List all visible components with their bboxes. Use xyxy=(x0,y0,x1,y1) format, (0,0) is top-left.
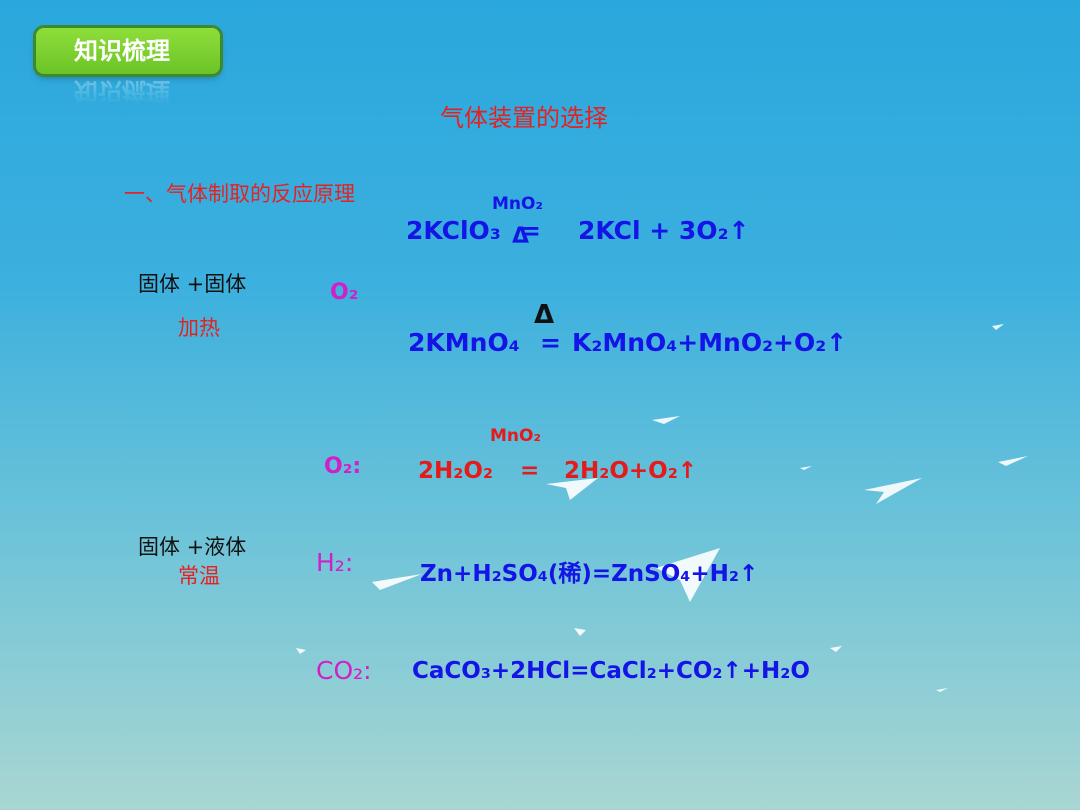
eq3-catalyst: MnO₂ xyxy=(490,426,541,446)
gas-label-o2-colon: O₂: xyxy=(324,454,362,479)
eq3-left: 2H₂O₂ xyxy=(418,458,493,484)
paper-plane-icon xyxy=(574,628,586,636)
eq2-right: K₂MnO₄+MnO₂+O₂↑ xyxy=(572,328,848,357)
paper-plane-icon xyxy=(296,648,306,654)
eq1-heat: Δ xyxy=(512,224,530,249)
paper-plane-icon xyxy=(998,456,1028,466)
section-badge: 知识梳理 xyxy=(36,28,220,74)
eq3-right: 2H₂O+O₂↑ xyxy=(564,458,698,484)
paper-plane-icon xyxy=(652,416,680,424)
paper-plane-icon xyxy=(992,324,1004,330)
section-heading: 一、气体制取的反应原理 xyxy=(124,182,355,206)
slide-title: 气体装置的选择 xyxy=(440,104,608,132)
eq1-sign: = xyxy=(520,216,541,245)
paper-plane-icon xyxy=(546,478,598,500)
gas-label-o2: O₂ xyxy=(330,280,359,305)
eq4-equation: Zn+H₂SO₄(稀)=ZnSO₄+H₂↑ xyxy=(420,561,759,587)
eq2-left: 2KMnO₄ xyxy=(408,328,520,357)
paper-plane-icon xyxy=(800,466,812,470)
reactant-type-solid-solid: 固体 +固体 xyxy=(138,272,247,296)
gas-label-co2: CO₂: xyxy=(316,656,372,685)
eq2-heat: Δ xyxy=(534,300,555,330)
eq3-sign: = xyxy=(520,458,540,484)
eq1-catalyst: MnO₂ xyxy=(492,194,543,214)
eq1-left: 2KClO₃ xyxy=(406,216,501,245)
eq5-equation: CaCO₃+2HCl=CaCl₂+CO₂↑+H₂O xyxy=(412,658,810,684)
paper-plane-icon xyxy=(936,688,948,692)
condition-room-temp: 常温 xyxy=(178,564,220,588)
eq2-sign: = xyxy=(540,328,561,357)
paper-plane-icon xyxy=(656,548,720,602)
paper-plane-icon xyxy=(372,574,422,590)
reactant-type-solid-liquid: 固体 +液体 xyxy=(138,535,247,559)
gas-label-h2: H₂: xyxy=(316,548,354,577)
condition-heating: 加热 xyxy=(178,316,220,340)
paper-plane-icon xyxy=(830,646,842,652)
paper-plane-icon xyxy=(864,478,922,504)
section-badge-reflection: 知识梳理 xyxy=(74,78,170,104)
eq1-right: 2KCl + 3O₂↑ xyxy=(578,216,750,245)
